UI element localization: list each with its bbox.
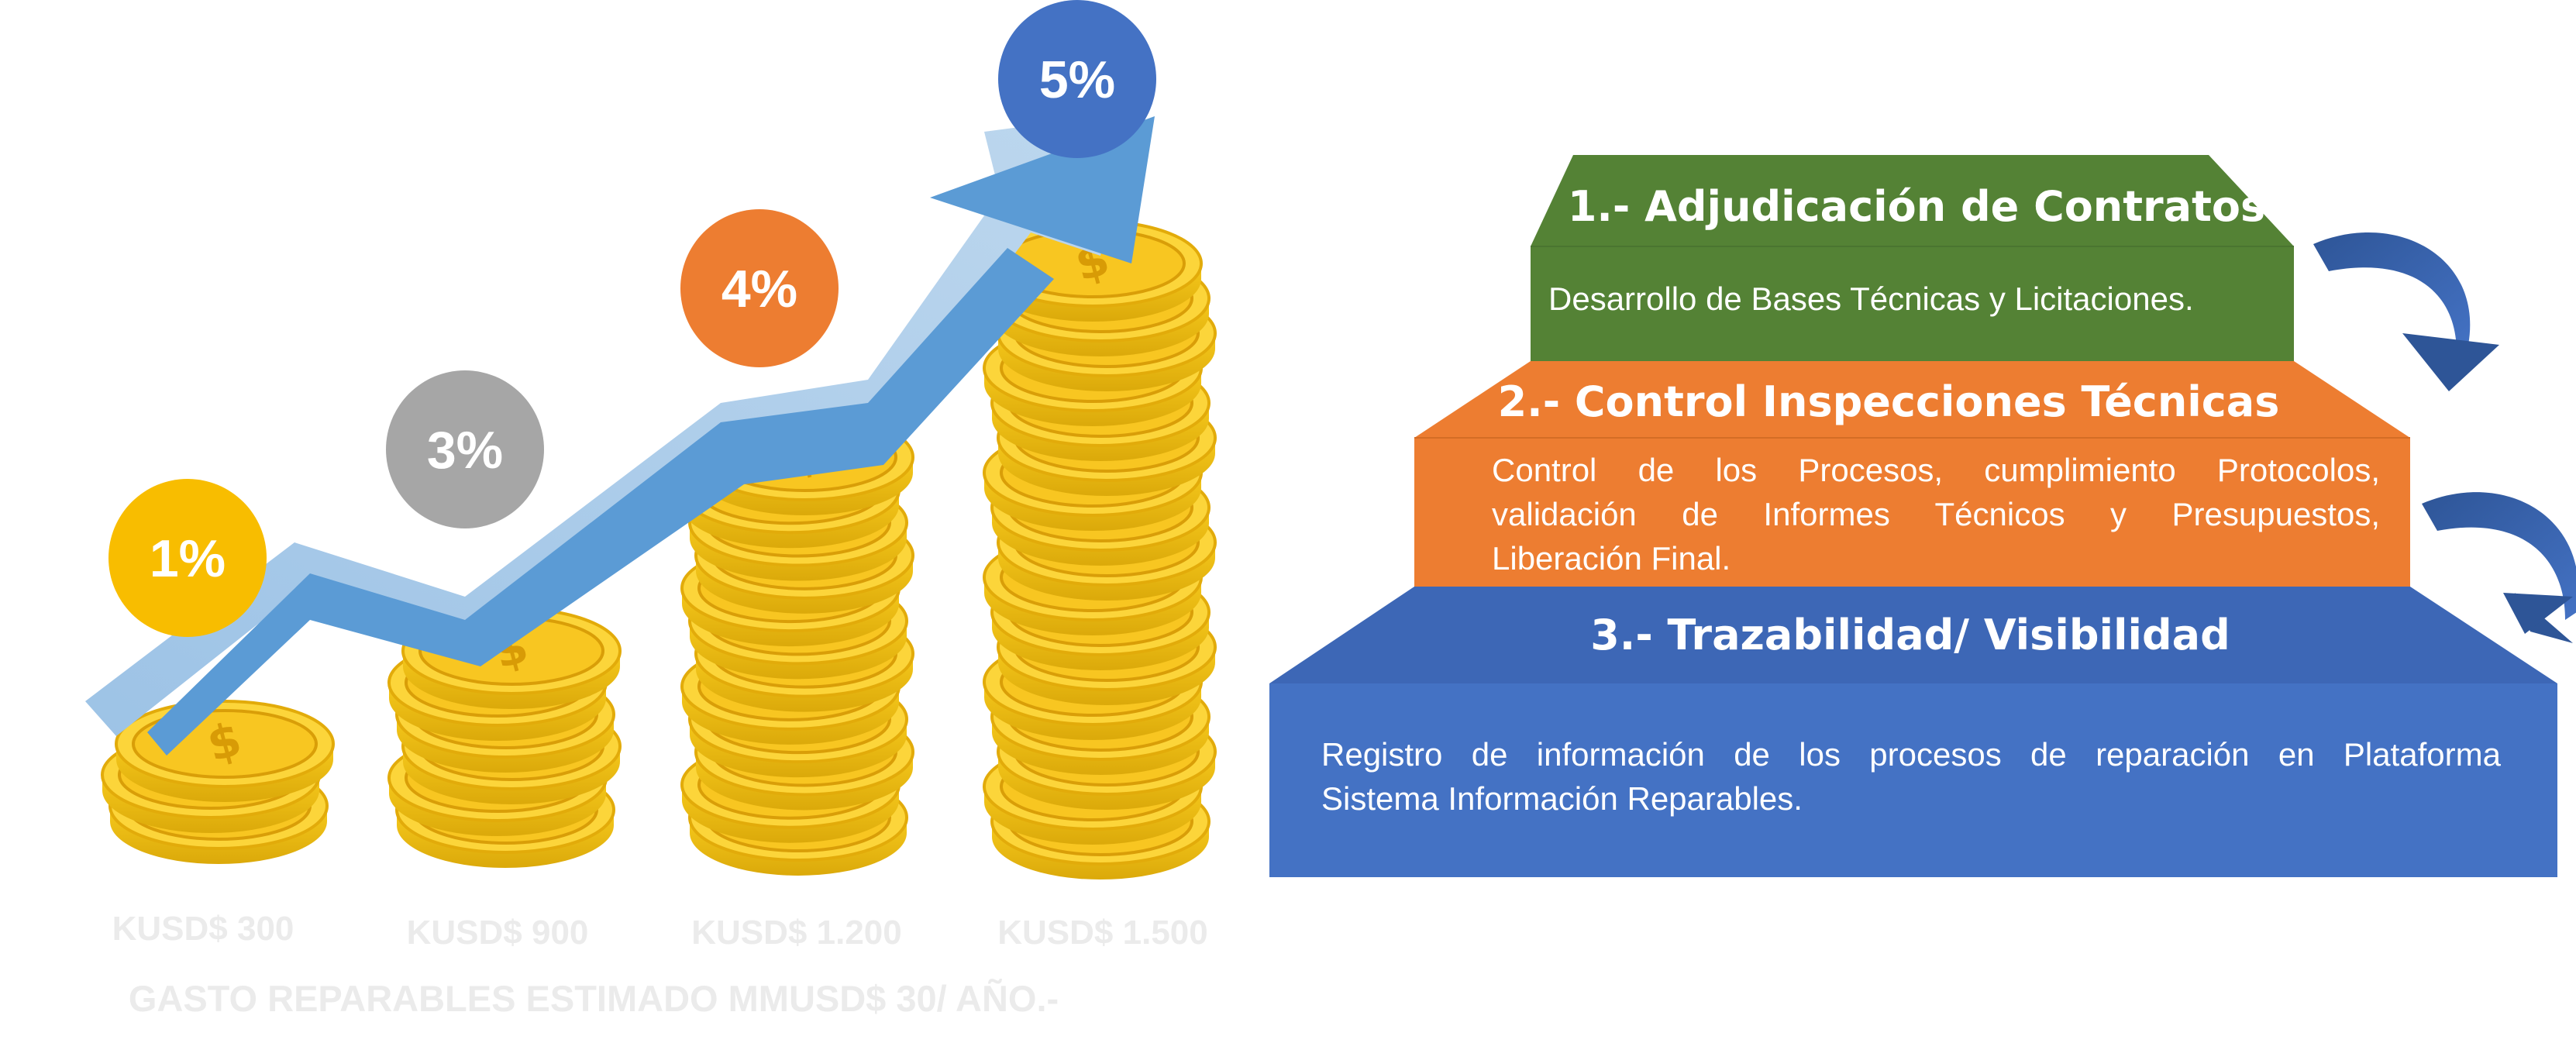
step-2-line-2: validación de Informes Técnicos y Presup… xyxy=(1492,496,2380,532)
step-1-header xyxy=(1531,155,2294,246)
step-3-header xyxy=(1269,587,2557,683)
step-1-line-1: Desarrollo de Bases Técnicas y Licitacio… xyxy=(1548,281,2194,317)
step-3-body xyxy=(1269,683,2557,877)
step-2-body xyxy=(1414,438,2410,587)
amount-labels: KUSD$ 300 KUSD$ 900 KUSD$ 1.200 KUSD$ 1.… xyxy=(112,910,1208,1019)
coin: $ xyxy=(115,700,335,802)
step-3-title: 3.- Trazabilidad/ Visibilidad xyxy=(1590,611,2230,659)
percent-circle-1: 1% xyxy=(108,479,267,637)
percent-label-4: 5% xyxy=(1039,50,1115,109)
percent-circle-4: 5% xyxy=(998,0,1156,158)
step-1-title: 1.- Adjudicación de Contratos xyxy=(1568,182,2265,231)
coin-stacks: $$$$ xyxy=(101,219,1217,879)
step-2-line-3: Liberación Final. xyxy=(1492,540,1731,577)
step-2-line-1: Control de los Procesos, cumplimiento Pr… xyxy=(1492,452,2380,488)
percent-circle-2: 3% xyxy=(386,370,544,528)
step-1: 1.- Adjudicación de Contratos xyxy=(1531,155,2294,361)
step-1-text: Desarrollo de Bases Técnicas y Licitacio… xyxy=(1548,279,2292,319)
amount-label-2: KUSD$ 900 xyxy=(407,914,589,952)
amount-label-1: KUSD$ 300 xyxy=(112,910,294,948)
percent-label-2: 3% xyxy=(427,421,503,480)
step-2: 2.- Control Inspecciones Técnicas xyxy=(1414,361,2410,587)
step-2-title: 2.- Control Inspecciones Técnicas xyxy=(1498,377,2280,426)
amount-label-3: KUSD$ 1.200 xyxy=(691,914,901,952)
step-3-line-2: Sistema Información Reparables. xyxy=(1321,780,1803,817)
curved-arrow-2 xyxy=(2422,492,2576,643)
step-2-header xyxy=(1414,361,2410,438)
footer-caption: GASTO REPARABLES ESTIMADO MMUSD$ 30/ AÑO… xyxy=(129,978,1059,1019)
step-3-text: Registro de información de los procesos … xyxy=(1321,732,2501,821)
step-3-line-1: Registro de información de los procesos … xyxy=(1321,736,2501,773)
amount-label-4: KUSD$ 1.500 xyxy=(997,914,1207,952)
step-3: 3.- Trazabilidad/ Visibilidad xyxy=(1269,587,2557,877)
percent-circle-3: 4% xyxy=(680,209,839,367)
step-2-text: Control de los Procesos, cumplimiento Pr… xyxy=(1492,448,2380,580)
percent-label-1: 1% xyxy=(150,529,226,588)
percent-label-3: 4% xyxy=(721,260,797,318)
curved-arrow-1 xyxy=(2313,232,2499,391)
percentage-circles: 1% 3% 4% 5% xyxy=(108,0,1156,637)
step-1-body xyxy=(1531,246,2294,361)
